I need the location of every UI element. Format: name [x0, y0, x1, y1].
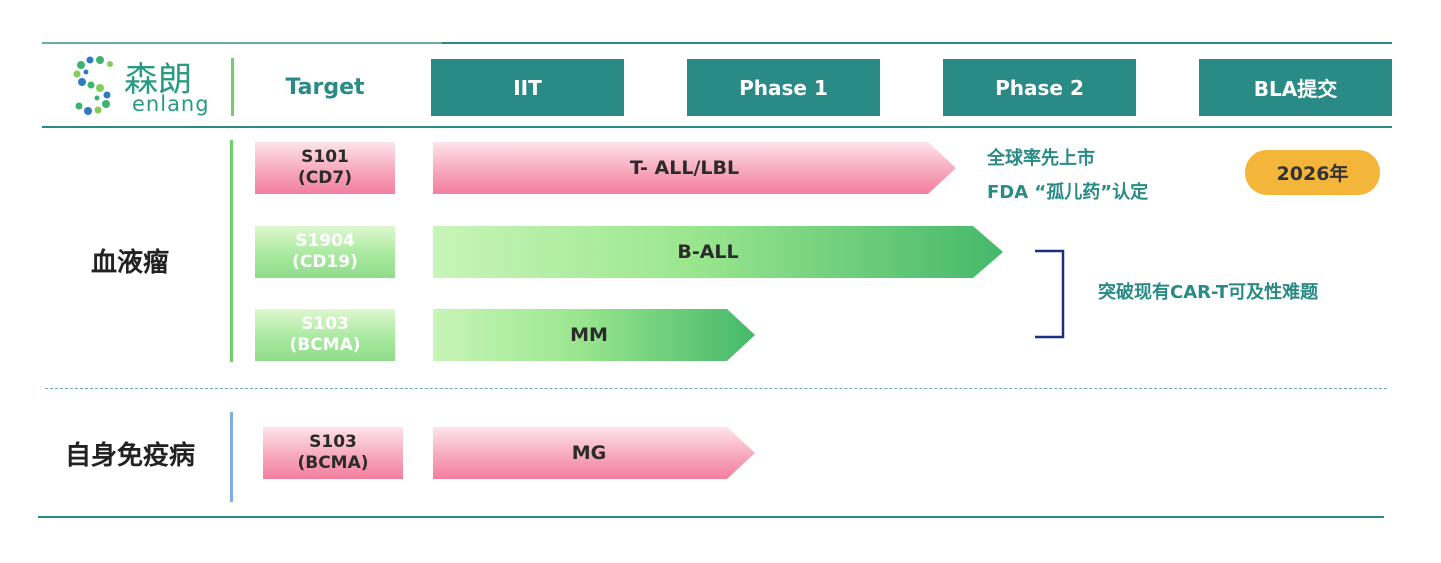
section-label-blood-cancer: 血液瘤 — [90, 247, 169, 278]
program-target: (CD19) — [292, 252, 358, 272]
top-rule-left — [42, 42, 442, 44]
progress-arrow-mg: MG — [433, 427, 755, 479]
phase-header-phase-2: Phase 2 — [943, 59, 1136, 116]
program-code: S103 — [301, 314, 349, 334]
section-divider — [45, 388, 1387, 389]
phase-header-bla: BLA提交 — [1199, 59, 1392, 116]
senlang-logo: 森朗 enlang — [70, 52, 220, 118]
section-label-autoimmune: 自身免疫病 — [64, 440, 195, 471]
logo-brand-cn: 森朗 — [124, 60, 192, 100]
autoimmune-section-bar — [230, 412, 233, 502]
arrow-label: MG — [571, 442, 607, 464]
top-rule-right — [442, 42, 1392, 44]
arrow-label: MM — [570, 324, 608, 346]
phase-header-iit: IIT — [431, 59, 624, 116]
target-column-header: Target — [285, 75, 365, 100]
blood-section-bar — [230, 140, 233, 362]
phase-header-phase-1: Phase 1 — [687, 59, 880, 116]
program-code: S101 — [301, 147, 349, 167]
logo-s-dots-icon — [73, 56, 113, 115]
program-target: (CD7) — [298, 168, 352, 188]
target-box-s103-mg: S103 (BCMA) — [263, 427, 403, 479]
bracket-icon — [1035, 249, 1065, 339]
arrow-label: T- ALL/LBL — [629, 157, 740, 179]
progress-arrow-b-all: B-ALL — [433, 226, 1003, 278]
program-target: (BCMA) — [297, 453, 369, 473]
progress-arrow-mm: MM — [433, 309, 755, 361]
program-code: S103 — [309, 432, 357, 452]
program-code: S1904 — [295, 231, 355, 251]
logo-divider — [231, 58, 234, 116]
progress-arrow-t-all-lbl: T- ALL/LBL — [433, 142, 956, 194]
bottom-rule — [38, 516, 1384, 518]
note-car-t-accessibility: 突破现有CAR-T可及性难题 — [1098, 282, 1319, 303]
logo-brand-en: enlang — [132, 92, 210, 116]
note-fda-orphan-drug: FDA “孤儿药”认定 — [987, 182, 1149, 203]
target-box-s1904: S1904 (CD19) — [255, 226, 395, 278]
target-box-s103-mm: S103 (BCMA) — [255, 309, 395, 361]
header-bottom-rule — [42, 126, 1392, 128]
arrow-label: B-ALL — [677, 241, 739, 263]
note-first-global-launch: 全球率先上市 — [987, 148, 1095, 169]
target-box-s101: S101 (CD7) — [255, 142, 395, 194]
program-target: (BCMA) — [289, 335, 361, 355]
badge-2026: 2026年 — [1245, 150, 1380, 195]
